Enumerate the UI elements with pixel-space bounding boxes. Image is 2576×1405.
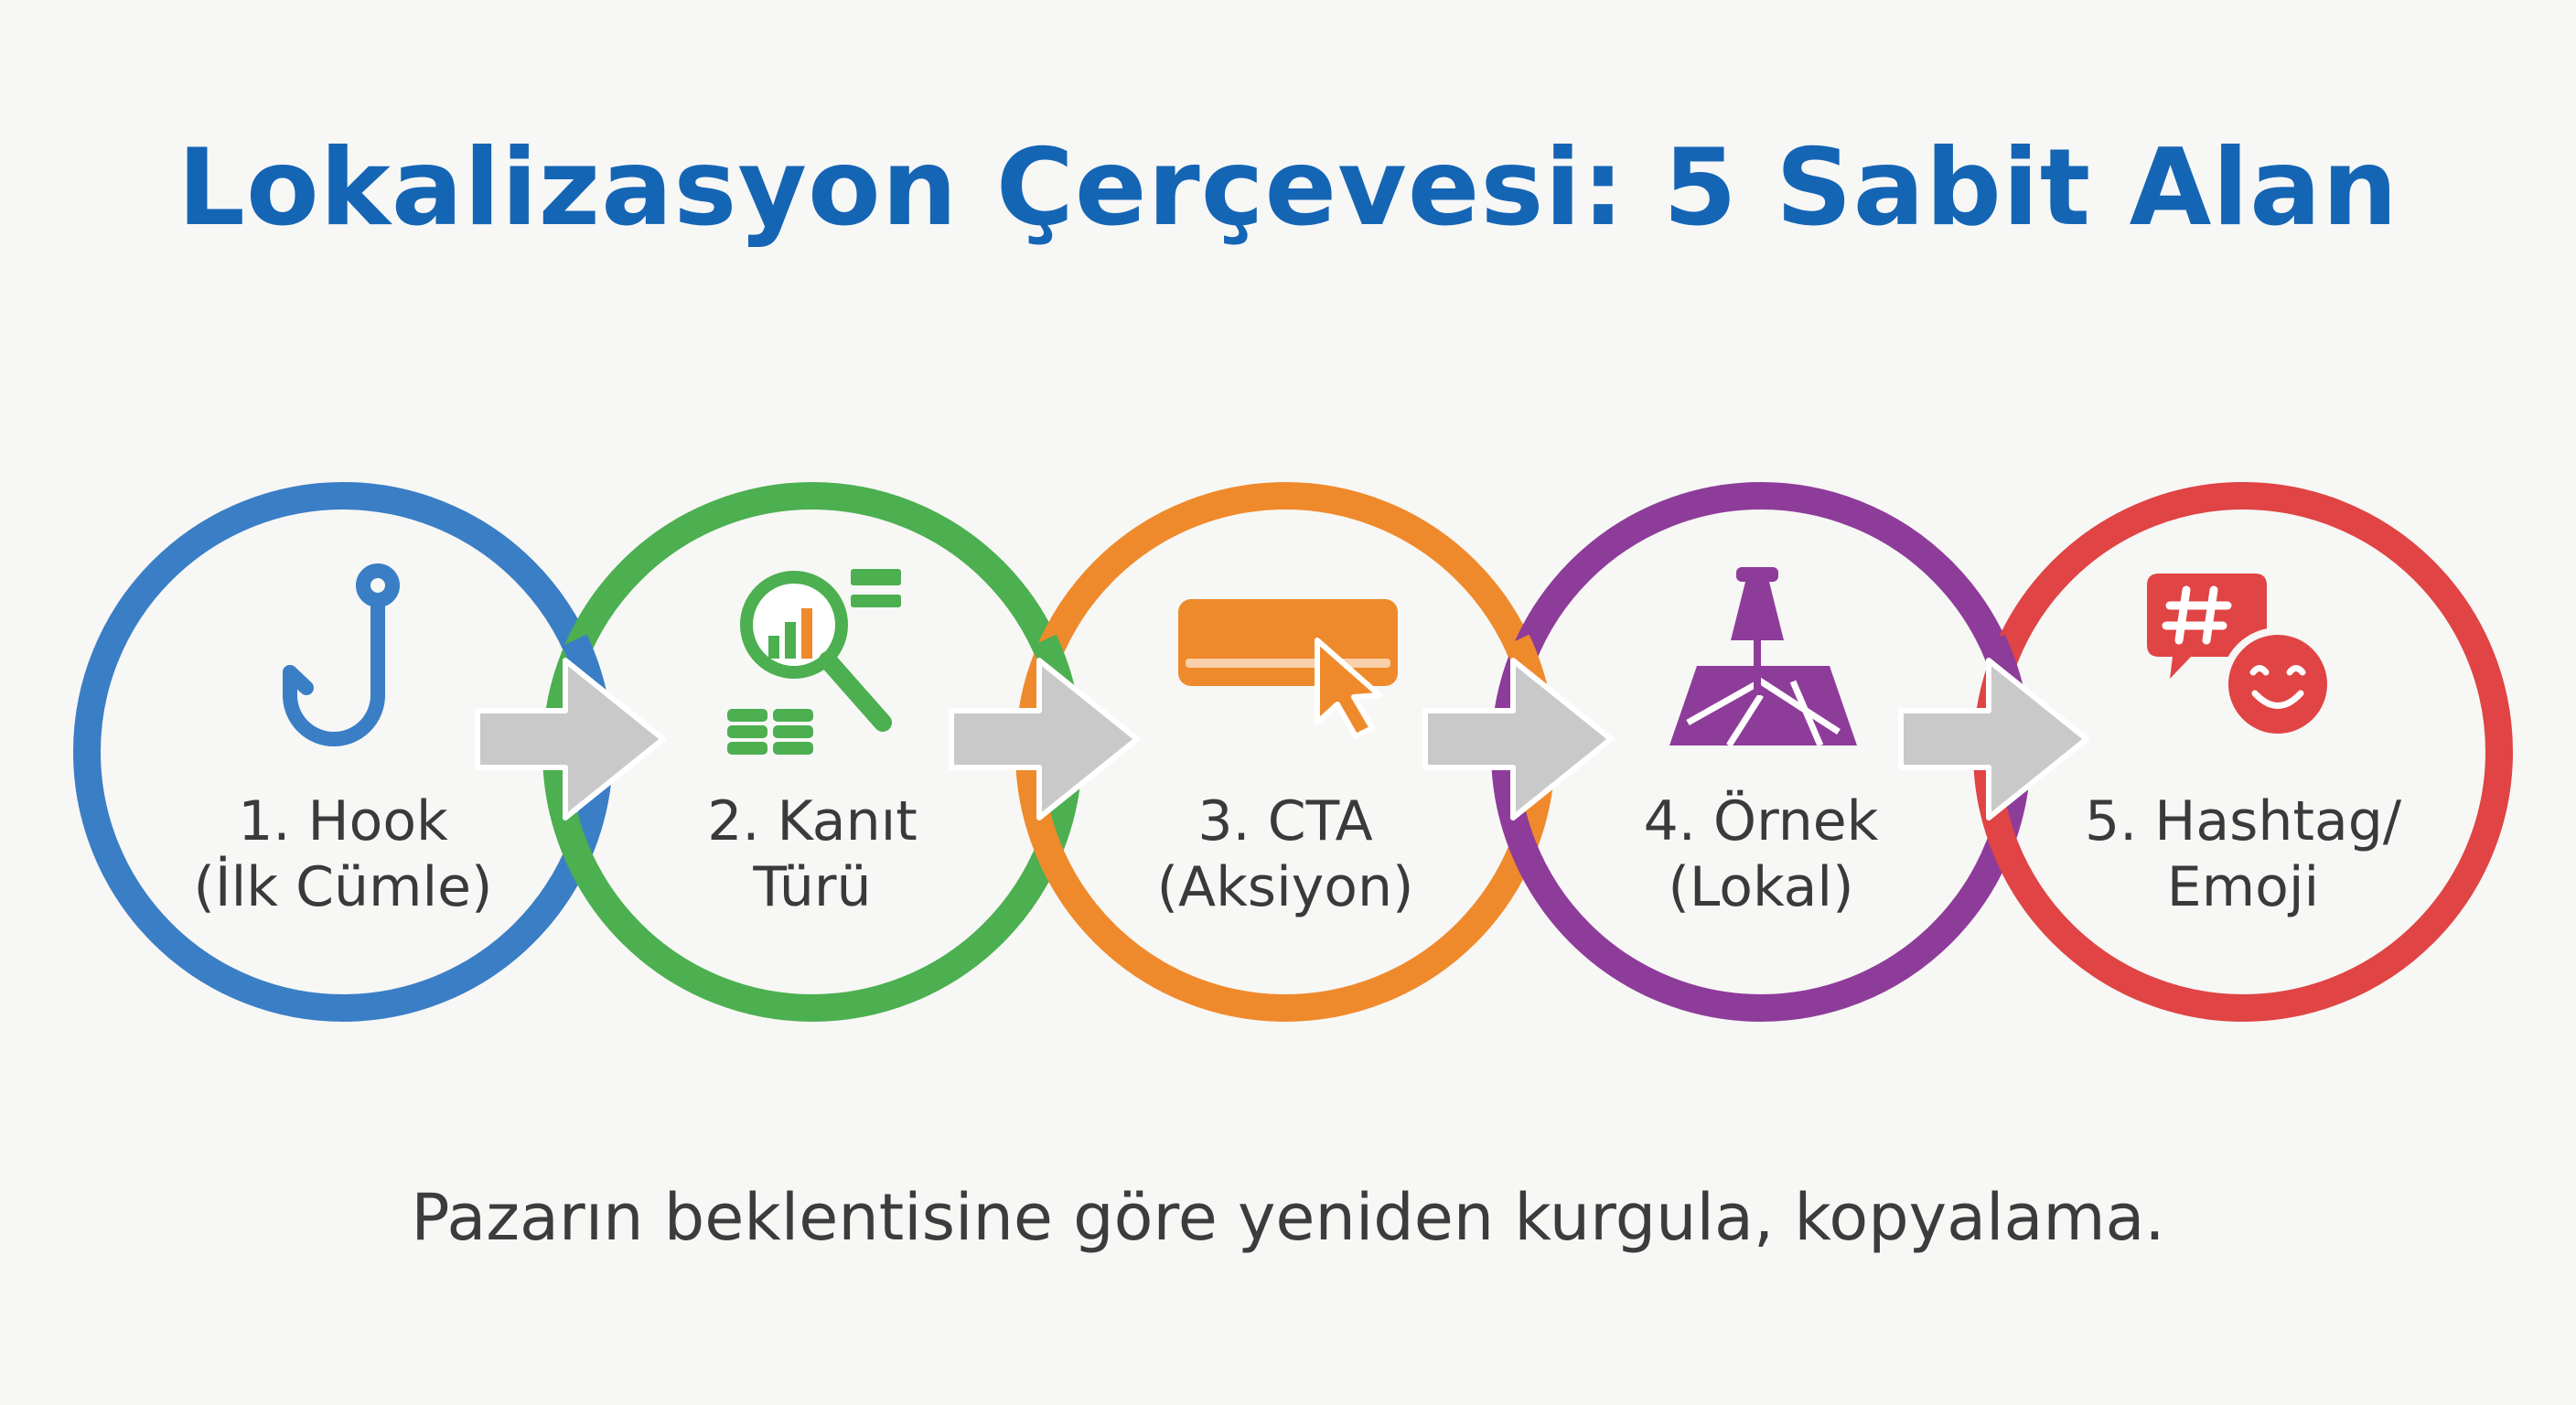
flow-arrow-4	[1898, 658, 2089, 820]
step-subtitle: Türü	[753, 855, 872, 919]
step-title: 4. Örnek	[1643, 789, 1879, 853]
step-title: 1. Hook	[238, 789, 448, 853]
step-subtitle: (Lokal)	[1668, 855, 1854, 919]
step-title: 5. Hashtag/	[2084, 789, 2402, 853]
step-label-1: 1. Hook (İlk Cümle)	[151, 788, 535, 920]
flow-arrow-1	[475, 658, 666, 820]
step-subtitle: (İlk Cümle)	[193, 855, 493, 919]
hook-icon	[283, 563, 400, 746]
step-subtitle: Emoji	[2166, 855, 2320, 919]
flow-arrow-3	[1422, 658, 1614, 820]
tagline: Pazarın beklentisine göre yeniden kurgul…	[411, 1180, 2165, 1255]
page-title: Lokalizasyon Çerçevesi: 5 Sabit Alan	[177, 126, 2399, 250]
step-title: 2. Kanıt	[707, 789, 918, 853]
magnifier-chart-icon	[727, 569, 901, 755]
step-label-2: 2. Kanıt Türü	[620, 788, 1004, 920]
button-cursor-icon	[1178, 599, 1398, 739]
step-subtitle: (Aksiyon)	[1156, 855, 1414, 919]
step-label-3: 3. CTA (Aksiyon)	[1093, 788, 1477, 920]
step-label-5: 5. Hashtag/ Emoji	[2051, 788, 2435, 920]
step-label-4: 4. Örnek (Lokal)	[1569, 788, 1953, 920]
map-pin-icon	[1669, 567, 1857, 747]
step-title: 3. CTA	[1197, 789, 1373, 853]
flow-arrow-2	[949, 658, 1140, 820]
hashtag-emoji-icon	[2147, 574, 2334, 741]
